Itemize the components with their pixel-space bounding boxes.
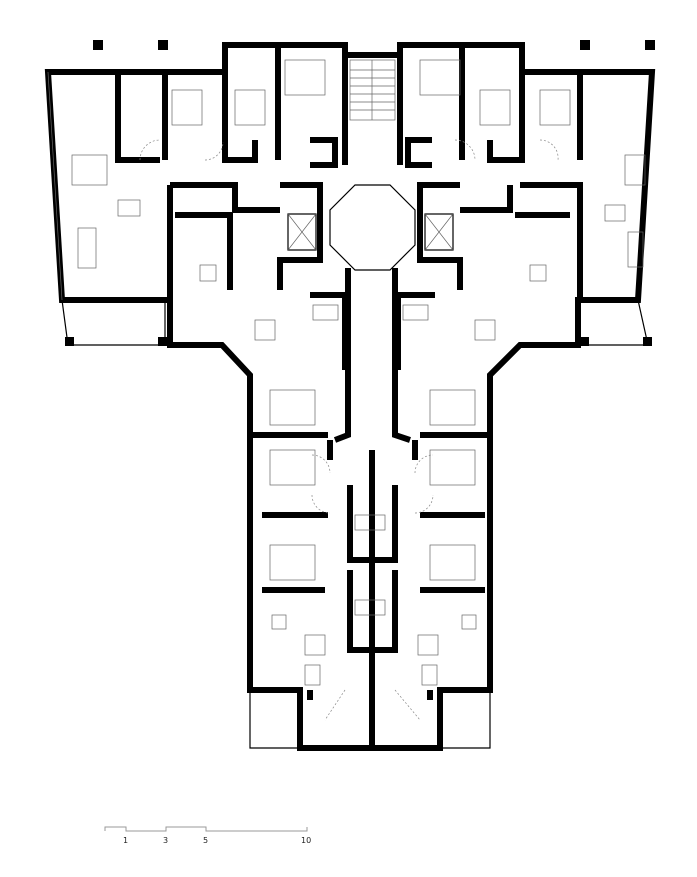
scale-bar: 1 3 5 10 <box>104 826 311 845</box>
scale-label-3: 3 <box>163 836 168 845</box>
balconies <box>47 71 649 749</box>
furniture <box>71 59 646 686</box>
scale-label-5: 5 <box>203 836 208 845</box>
vertical-circulation <box>287 59 454 251</box>
stair <box>349 59 396 121</box>
scale-label-1: 1 <box>123 836 128 845</box>
door-swings <box>139 139 559 721</box>
exterior-wall <box>44 42 656 751</box>
scale-label-10: 10 <box>301 836 311 845</box>
interior-walls <box>115 45 583 748</box>
